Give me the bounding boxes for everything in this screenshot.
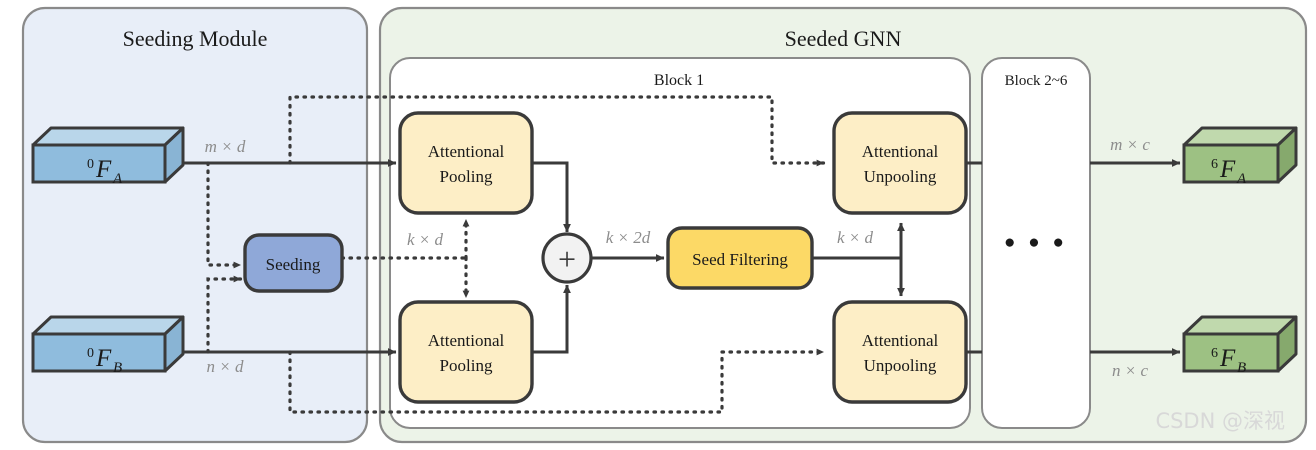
panel-seeding-module-label: Seeding Module	[123, 26, 268, 51]
edge-label-k-x-d-left: k × d	[407, 230, 444, 249]
attentional-unpooling-bottom[interactable]: Attentional Unpooling	[832, 300, 968, 404]
input-tensor-a-superscript: 0	[87, 157, 94, 172]
edge-label-k-x-2d: k × 2d	[606, 228, 651, 247]
input-tensor-b-base: F	[95, 345, 112, 372]
output-tensor-a-subscript: A	[1236, 171, 1247, 187]
panel-seeded-gnn-label: Seeded GNN	[785, 26, 902, 51]
attentional-pooling-bottom-line2: Pooling	[440, 356, 493, 375]
input-tensor-b-subscript: B	[113, 360, 122, 376]
seed-filtering-label: Seed Filtering	[692, 250, 788, 269]
attentional-pooling-top-line1: Attentional	[428, 142, 505, 161]
input-tensor-a-base: F	[95, 156, 112, 183]
input-tensor-b-superscript: 0	[87, 346, 94, 361]
attentional-unpooling-bottom-line2: Unpooling	[864, 356, 937, 375]
attentional-pooling-top[interactable]: Attentional Pooling	[398, 111, 534, 215]
attentional-unpooling-top[interactable]: Attentional Unpooling	[832, 111, 968, 215]
seed-filtering-box[interactable]: Seed Filtering	[666, 226, 814, 290]
input-tensor-b-cube: 0 F B	[31, 315, 185, 376]
output-tensor-a-base: F	[1219, 156, 1236, 183]
output-tensor-b-subscript: B	[1237, 360, 1246, 376]
block-2-6-label: Block 2~6	[1005, 73, 1068, 89]
edge-label-n-x-d: n × d	[207, 357, 244, 376]
seeding-box-label: Seeding	[266, 255, 321, 274]
attentional-pooling-top-line2: Pooling	[440, 167, 493, 186]
output-tensor-a-superscript: 6	[1211, 157, 1218, 172]
attentional-unpooling-bottom-line1: Attentional	[862, 331, 939, 350]
edge-label-n-x-c: n × c	[1112, 361, 1148, 380]
watermark: CSDN @深视	[1155, 409, 1285, 433]
input-tensor-a-subscript: A	[112, 171, 123, 187]
input-tensor-a-cube: 0 F A	[31, 126, 185, 187]
adder-node: +	[541, 232, 593, 284]
block-1-label: Block 1	[654, 72, 704, 89]
edge-label-m-x-d: m × d	[205, 137, 246, 156]
attentional-pooling-bottom[interactable]: Attentional Pooling	[398, 300, 534, 404]
seeding-box[interactable]: Seeding	[243, 233, 344, 293]
adder-symbol: +	[558, 241, 576, 277]
output-tensor-b-base: F	[1219, 345, 1236, 372]
edge-label-k-x-d-right: k × d	[837, 228, 874, 247]
edge-label-m-x-c: m × c	[1110, 135, 1150, 154]
output-tensor-a-cube: 6 F A	[1182, 126, 1298, 187]
attentional-unpooling-top-line1: Attentional	[862, 142, 939, 161]
block-2-6-container: Block 2~6 ● ● ●	[981, 57, 1091, 429]
attentional-unpooling-top-line2: Unpooling	[864, 167, 937, 186]
panel-seeding-module: Seeding Module	[21, 6, 369, 444]
output-tensor-b-cube: 6 F B	[1182, 315, 1298, 376]
output-tensor-b-superscript: 6	[1211, 346, 1218, 361]
attentional-pooling-bottom-line1: Attentional	[428, 331, 505, 350]
block-2-6-ellipsis: ● ● ●	[1004, 232, 1068, 253]
